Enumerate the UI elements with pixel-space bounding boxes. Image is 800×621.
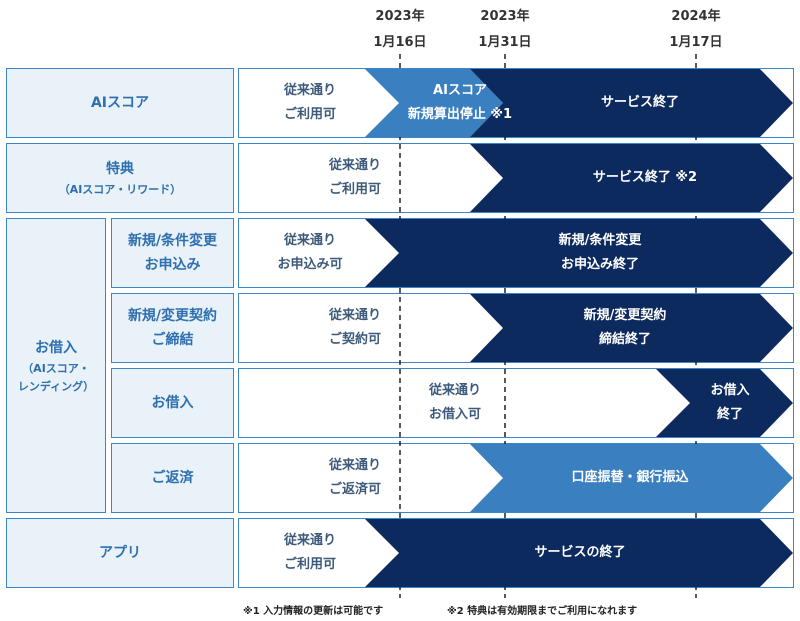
row-label-borrow: お借入	[111, 368, 234, 438]
new-app-current-line1: 従来通り	[283, 233, 336, 248]
row-label-loan: お借入 （AIスコア・ レンディング）	[6, 218, 106, 513]
app-end-arrow	[365, 519, 793, 587]
new-app-end-arrow	[365, 219, 793, 287]
date-year-2: 2023年	[480, 9, 530, 24]
date-year-1: 2023年	[375, 9, 425, 24]
repay-end-arrow	[470, 444, 793, 512]
loan-sublabel-1: （AIスコア・	[22, 361, 90, 375]
row-label-repay: ご返済	[111, 443, 234, 513]
ai-score-mid-line2: 新規算出停止 ※1	[407, 107, 513, 122]
new-app-end-line1: 新規/条件変更	[558, 233, 642, 248]
contract-end-arrow	[470, 294, 793, 362]
new-app-current-text: 従来通り お申込み可	[240, 218, 380, 288]
date-day-1: 1月16日	[373, 35, 427, 50]
ai-score-end-line: サービス終了	[600, 95, 679, 110]
contract-label-2: ご締結	[151, 332, 194, 348]
row-label-contract: 新規/変更契約 ご締結	[111, 293, 234, 363]
ai-score-current-line1: 従来通り	[283, 83, 336, 98]
row-label-new-app: 新規/条件変更 お申込み	[111, 218, 234, 288]
app-end-line: サービスの終了	[534, 545, 626, 560]
ai-score-end-text: サービス終了	[540, 68, 740, 138]
benefit-current-text: 従来通り ご利用可	[280, 143, 430, 213]
ai-score-mid-line1: AIスコア	[433, 83, 487, 98]
contract-label-1: 新規/変更契約	[127, 308, 218, 324]
repay-end-line: 口座振替・銀行振込	[571, 470, 689, 485]
ai-score-mid-arrow	[365, 69, 503, 137]
new-app-end-text: 新規/条件変更 お申込み終了	[500, 218, 700, 288]
ai-score-current-text: 従来通り ご利用可	[240, 68, 380, 138]
date-year-3: 2024年	[671, 9, 721, 24]
footnote-2: ※2 特典は有効期限までご利用になれます	[447, 606, 638, 617]
borrow-end-arrow	[656, 369, 793, 437]
new-app-current-line2: お申込み可	[277, 257, 343, 272]
benefit-sublabel: （AIスコア・リワード）	[58, 183, 182, 196]
benefit-label: 特典	[106, 161, 134, 177]
app-current-line2: ご利用可	[283, 557, 336, 572]
date-day-2: 1月31日	[478, 35, 532, 50]
benefit-end-arrow	[470, 144, 793, 212]
row-label-app: アプリ	[6, 518, 234, 588]
repay-current-text: 従来通り ご返済可	[280, 443, 430, 513]
repay-current-line2: ご返済可	[328, 482, 381, 497]
repay-label: ご返済	[151, 470, 194, 486]
app-end-text: サービスの終了	[480, 518, 680, 588]
borrow-current-line1: 従来通り	[428, 383, 481, 398]
ai-score-label: AIスコア	[90, 95, 150, 111]
repay-end-text: 口座振替・銀行振込	[525, 443, 735, 513]
ai-score-end-arrow	[470, 69, 793, 137]
new-app-label-1: 新規/条件変更	[127, 233, 218, 249]
ai-score-current-line2: ご利用可	[283, 107, 336, 122]
row-label-benefit: 特典 （AIスコア・リワード）	[6, 143, 234, 213]
borrow-end-line1: お借入	[710, 383, 750, 398]
app-label: アプリ	[99, 545, 141, 561]
loan-label: お借入	[35, 339, 77, 356]
loan-sublabel-2: レンディング）	[17, 379, 95, 393]
contract-end-line1: 新規/変更契約	[583, 308, 667, 323]
contract-end-line2: 締結終了	[598, 332, 651, 347]
contract-current-line2: ご契約可	[328, 332, 381, 347]
borrow-end-line2: 終了	[716, 407, 743, 422]
repay-current-line1: 従来通り	[328, 458, 381, 473]
app-current-line1: 従来通り	[283, 533, 336, 548]
app-current-text: 従来通り ご利用可	[240, 518, 380, 588]
borrow-current-text: 従来通り お借入可	[380, 368, 530, 438]
borrow-current-line2: お借入可	[428, 407, 481, 422]
contract-end-text: 新規/変更契約 締結終了	[525, 293, 725, 363]
borrow-end-text: お借入 終了	[690, 368, 770, 438]
date-day-3: 1月17日	[669, 35, 723, 50]
ai-score-mid-text: AIスコア 新規算出停止 ※1	[385, 68, 535, 138]
benefit-current-line2: ご利用可	[328, 182, 381, 197]
benefit-end-text: サービス終了 ※2	[535, 143, 755, 213]
benefit-end-line: サービス終了 ※2	[592, 170, 698, 185]
row-label-ai-score: AIスコア	[6, 68, 234, 138]
contract-current-text: 従来通り ご契約可	[280, 293, 430, 363]
new-app-end-line2: お申込み終了	[560, 257, 639, 272]
new-app-label-2: お申込み	[144, 257, 201, 273]
contract-current-line1: 従来通り	[328, 308, 381, 323]
benefit-current-line1: 従来通り	[328, 158, 381, 173]
footnote-1: ※1 入力情報の更新は可能です	[243, 606, 384, 617]
borrow-label: お借入	[151, 395, 194, 411]
